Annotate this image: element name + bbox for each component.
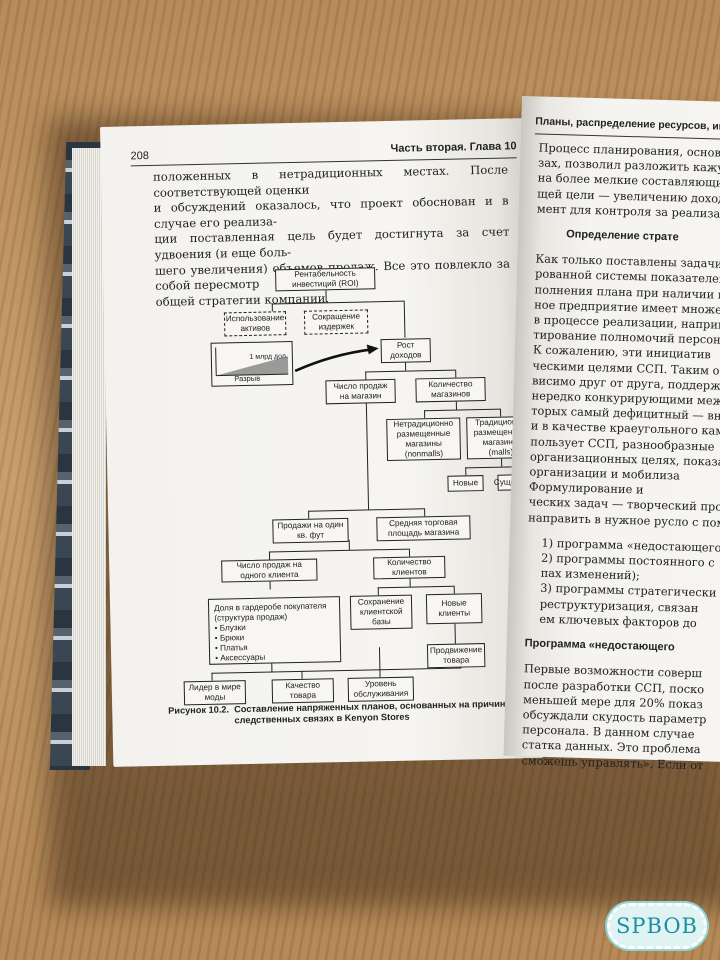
service-box: Уровень обслуживания xyxy=(347,676,415,702)
roi-box: Рентабельность инвестиций (ROI) xyxy=(275,267,376,292)
sales-per-store-box: Число продаж на магазин xyxy=(325,378,396,405)
new-clients-box: Новые клиенты xyxy=(425,593,483,625)
gap-arrow-icon xyxy=(294,344,379,373)
gap-wedge xyxy=(216,356,289,376)
nontrad-box: Нетрадиционно размещенные магазины (nonm… xyxy=(386,417,462,462)
gap-label: Разрыв xyxy=(234,373,261,384)
right-page: Планы, распределение ресурсов, инициатив… xyxy=(503,96,720,772)
cost-cut-box: Сокращение издержек xyxy=(303,309,369,335)
store-count-box: Количество магазинов xyxy=(415,376,486,403)
wardrobe-title: Доля в гардеробе покупателя (структура п… xyxy=(214,601,327,623)
client-count-box: Количество клиентов xyxy=(373,555,446,580)
page-stack xyxy=(72,148,106,766)
retention-box: Сохранение клиентской базы xyxy=(349,594,413,630)
new-stores-box: Новые xyxy=(447,475,484,492)
right-running-head: Планы, распределение ресурсов, инициатив… xyxy=(534,116,720,142)
figure-label: Рисунок 10.2. xyxy=(168,704,230,716)
gap-amount-label: 1 млрд дол. xyxy=(249,353,288,361)
wardrobe-share-box: Доля в гардеробе покупателя (структура п… xyxy=(207,596,342,665)
gap-chart: 1 млрд дол. Разрыв xyxy=(210,341,294,387)
cause-effect-diagram: Рентабельность инвестиций (ROI) Использо… xyxy=(100,118,553,767)
left-page: 208 Часть вторая. Глава 10 положенных в … xyxy=(100,117,553,767)
wardrobe-item: • Аксессуары xyxy=(215,652,266,663)
quality-box: Качество товара xyxy=(271,678,335,704)
asset-use-box: Использование активов xyxy=(223,311,287,337)
fashion-leader-box: Лидер в мире моды xyxy=(183,680,247,706)
sales-per-sqft-box: Продажи на один кв. фут xyxy=(272,517,349,544)
spbob-watermark: SPBOB xyxy=(607,903,707,949)
avg-area-box: Средняя торговая площадь магазина xyxy=(376,515,471,542)
revenue-growth-box: Рост доходов xyxy=(380,338,431,364)
promotion-box: Продвижение товара xyxy=(426,643,486,669)
sales-per-client-box: Число продаж на одного клиента xyxy=(221,558,318,583)
